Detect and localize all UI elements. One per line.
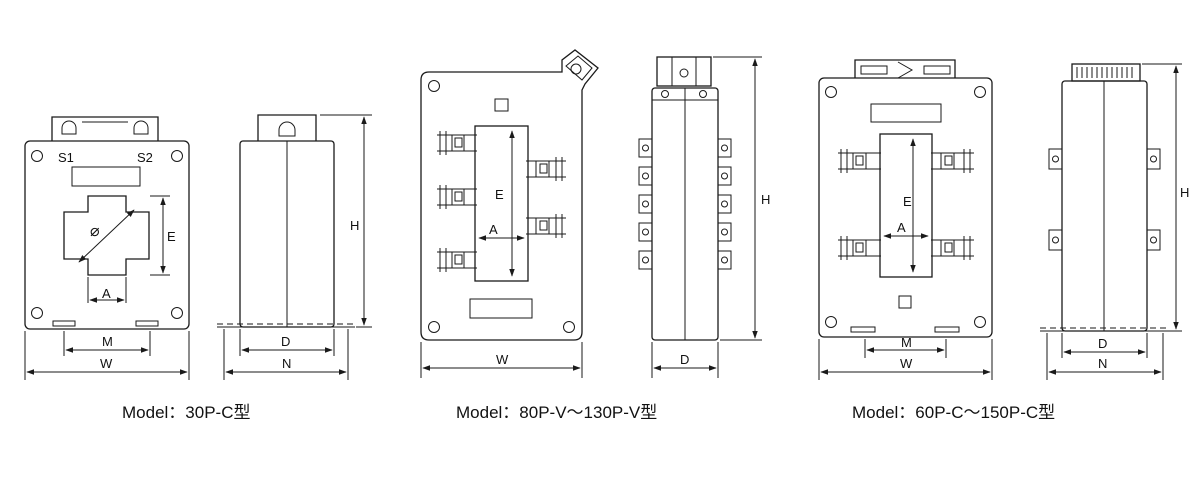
model-caption: Model：30P-C型 (122, 403, 251, 422)
model-60pc-front-labels: E A M W (897, 194, 913, 371)
dimension-label-w: W (900, 356, 913, 371)
dimension-label-m: M (102, 334, 113, 349)
dimension-label-e: E (167, 229, 176, 244)
dimension-label-e: E (903, 194, 912, 209)
model-30pc-side-labels: H D N (281, 218, 359, 371)
model-80pv-side-view (638, 56, 762, 378)
dimension-label-d: D (281, 334, 290, 349)
dimension-label-d: D (1098, 336, 1107, 351)
dimension-label-e: E (495, 187, 504, 202)
model-60pc-front-view (818, 59, 993, 380)
dimension-label-a: A (489, 222, 498, 237)
model-80pv-side-labels: H D (680, 192, 770, 367)
diameter-label: ⌀ (90, 223, 100, 240)
model-30pc-front-view (24, 116, 190, 380)
dimension-label-d: D (680, 352, 689, 367)
model-30pc-side-view (217, 114, 372, 380)
dimension-label-w: W (100, 356, 113, 371)
model-30pc-front-labels: S1 S2 ⌀ E A M W (58, 150, 176, 371)
terminal-label-s1: S1 (58, 150, 74, 165)
dimension-label-h: H (1180, 185, 1189, 200)
dimension-label-h: H (761, 192, 770, 207)
dimension-label-w: W (496, 352, 509, 367)
model-caption: Model：80P-V～130P-V型 (456, 403, 657, 422)
dimension-label-a: A (102, 286, 111, 301)
dimension-label-m: M (901, 335, 912, 350)
terminal-label-s2: S2 (137, 150, 153, 165)
model-caption: Model：60P-C～150P-C型 (852, 403, 1055, 422)
model-80pv-front-view (420, 49, 599, 378)
model-60pc-side-view (1040, 63, 1182, 380)
dimension-label-n: N (1098, 356, 1107, 371)
model-80pv-front-labels: E A W (489, 187, 509, 367)
dimension-label-h: H (350, 218, 359, 233)
model-60pc-side-labels: H D N (1098, 185, 1189, 371)
dimension-label-a: A (897, 220, 906, 235)
dimension-label-n: N (282, 356, 291, 371)
